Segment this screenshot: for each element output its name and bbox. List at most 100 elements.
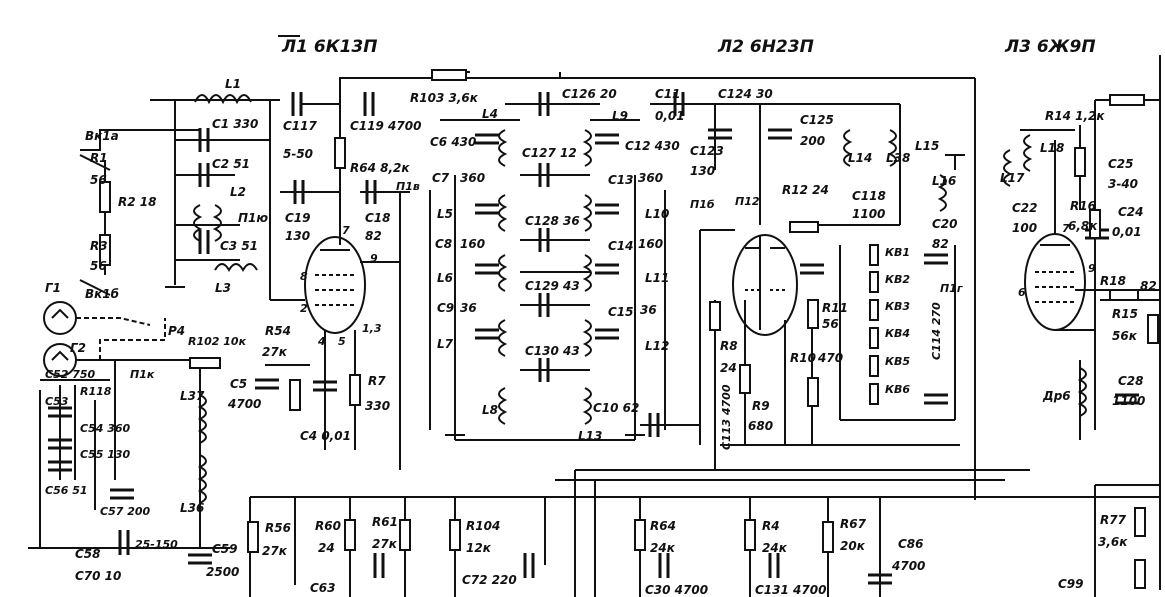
label-c22-value: 100: [1012, 221, 1037, 235]
tube-l1-envelope: [304, 236, 366, 334]
label-c70: C70 10: [75, 569, 121, 583]
label-r3-value: 56: [90, 259, 107, 273]
label-r15-value: 56к: [1112, 329, 1138, 343]
label-c55: C55 130: [80, 448, 131, 461]
label-pin5: 5: [338, 335, 346, 348]
label-l37: L37: [180, 389, 205, 403]
label-g2: Г2: [70, 341, 86, 355]
label-l11: L11: [645, 271, 669, 285]
label-c7-value: 360: [460, 171, 485, 185]
label-c118-value: 1100: [852, 207, 885, 221]
crystal-bank: [869, 244, 879, 405]
label-c56: C56 51: [45, 484, 88, 497]
label-r56: R56: [265, 521, 291, 535]
label-c5: C5: [230, 377, 247, 391]
label-l6: L6: [437, 271, 453, 285]
label-l36: L36: [180, 501, 204, 515]
label-r64: R64 8,2к: [350, 161, 410, 175]
generator-g1-icon: [43, 301, 77, 335]
label-c130: C130 43: [525, 344, 580, 358]
label-pin13: 1,3: [362, 322, 382, 335]
label-l5: L5: [437, 207, 453, 221]
label-c59-value: 2500: [206, 565, 239, 579]
label-c86-value: 4700: [891, 559, 925, 573]
label-r54-value: 27к: [262, 345, 288, 359]
label-l12: L12: [645, 339, 669, 353]
label-c15-value: 36: [640, 303, 657, 317]
label-r8: R8: [720, 339, 738, 353]
label-c114: C114 270: [930, 302, 943, 360]
label-r8-value: 24: [720, 361, 737, 375]
label-c20: C20: [932, 217, 958, 231]
label-c18-value: 82: [365, 229, 382, 243]
label-l3-pin6: 6: [1018, 286, 1026, 299]
resistor-symbols: [99, 69, 1159, 589]
label-p1j: П1ю: [238, 211, 268, 225]
label-r3: R3: [90, 239, 108, 253]
label-kv3: КВ3: [885, 300, 910, 313]
label-c12: C12 430: [625, 139, 680, 153]
label-kv4: КВ4: [885, 327, 910, 340]
label-l16: L16: [932, 174, 956, 188]
label-c2: C2 51: [212, 157, 250, 171]
label-pin7: 7: [342, 224, 350, 237]
label-c129: C129 43: [525, 279, 580, 293]
label-c9-value: 36: [460, 301, 477, 315]
tube-l3-label: Л3 6Ж9П: [1004, 37, 1096, 57]
label-l15: L15: [915, 139, 939, 153]
label-p1k: П1к: [130, 368, 155, 381]
label-r4-lower: R4: [762, 519, 780, 533]
label-c58: C58: [75, 547, 101, 561]
label-c28-value: 1100: [1112, 394, 1145, 408]
vacuum-tubes: [304, 233, 1086, 336]
label-l2: L2: [230, 185, 246, 199]
label-c125: C125: [800, 113, 834, 127]
label-r54: R54: [265, 324, 291, 338]
label-r16: R16: [1070, 199, 1096, 213]
tube-l1-label: Л1 6К13П: [281, 37, 377, 57]
label-c123-value: 130: [690, 164, 715, 178]
label-c11: C11: [655, 87, 681, 101]
label-l7: L7: [437, 337, 454, 351]
label-c54: C54 360: [80, 422, 131, 435]
label-r1: R1: [90, 151, 108, 165]
label-c4: C4 0,01: [300, 429, 351, 443]
label-r60-value: 24: [318, 541, 335, 555]
label-c9: C9: [437, 301, 454, 315]
label-r10-value: 470: [817, 351, 843, 365]
label-c131: C131 4700: [755, 583, 826, 597]
label-r61: R61: [372, 515, 398, 529]
label-cvar: 25-150: [135, 538, 178, 551]
label-c19-value: 130: [285, 229, 310, 243]
label-c11-value: 0,01: [655, 109, 685, 123]
label-r1-value: 56: [90, 173, 107, 187]
label-l3: L3: [215, 281, 231, 295]
label-c5-value: 4700: [227, 397, 261, 411]
label-vk1b: Вк1б: [85, 287, 119, 301]
label-c53: C53: [45, 395, 69, 408]
tube-l2-label: Л2 6Н23П: [717, 37, 814, 57]
label-c59: C59: [212, 542, 238, 556]
label-p1v: П1в: [396, 180, 420, 193]
label-r10: R10: [790, 351, 816, 365]
label-r16-value: 6,8к: [1068, 219, 1098, 233]
label-r7: R7: [368, 374, 386, 388]
label-r67: R67: [840, 517, 867, 531]
label-c57: C57 200: [100, 505, 151, 518]
label-c14: C14: [608, 239, 634, 253]
label-p1b: П1б: [690, 198, 715, 211]
label-c63: C63: [310, 581, 336, 595]
label-c20-value: 82: [932, 237, 949, 251]
inductor-symbols: [193, 94, 1087, 504]
tube-l2-envelope: [732, 234, 798, 336]
label-c117-value: 5-50: [283, 147, 313, 161]
label-c18: C18: [365, 211, 391, 225]
label-c22: C22: [1012, 201, 1038, 215]
label-r118: R118: [80, 385, 112, 398]
label-c28: C28: [1118, 374, 1144, 388]
label-r18-value: 82: [1140, 279, 1157, 293]
label-pin9: 9: [370, 252, 378, 265]
tube-l3-envelope: [1024, 233, 1086, 331]
label-c72: C72 220: [462, 573, 517, 587]
label-kv2: КВ2: [885, 273, 910, 286]
